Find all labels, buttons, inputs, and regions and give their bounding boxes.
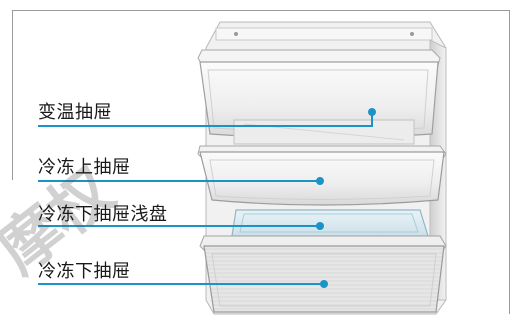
frame-top-border	[12, 10, 510, 11]
label-freezer-lower-shallow-tray: 冷冻下抽屉浅盘	[38, 204, 168, 225]
label-freezer-lower-drawer: 冷冻下抽屉	[38, 261, 131, 282]
freezer-upper-drawer-graphic	[197, 145, 447, 206]
frame-right-border	[509, 10, 510, 314]
variable-temp-drawer-graphic	[197, 49, 441, 145]
freezer-shallow-tray-graphic	[231, 209, 429, 237]
leader-lines	[38, 108, 376, 288]
label-freezer-upper-drawer: 冷冻上抽屉	[38, 157, 131, 178]
freezer-lower-drawer-graphic	[199, 235, 447, 313]
frame-left-border	[12, 10, 13, 180]
label-variable-temp-drawer: 变温抽屉	[38, 102, 112, 123]
